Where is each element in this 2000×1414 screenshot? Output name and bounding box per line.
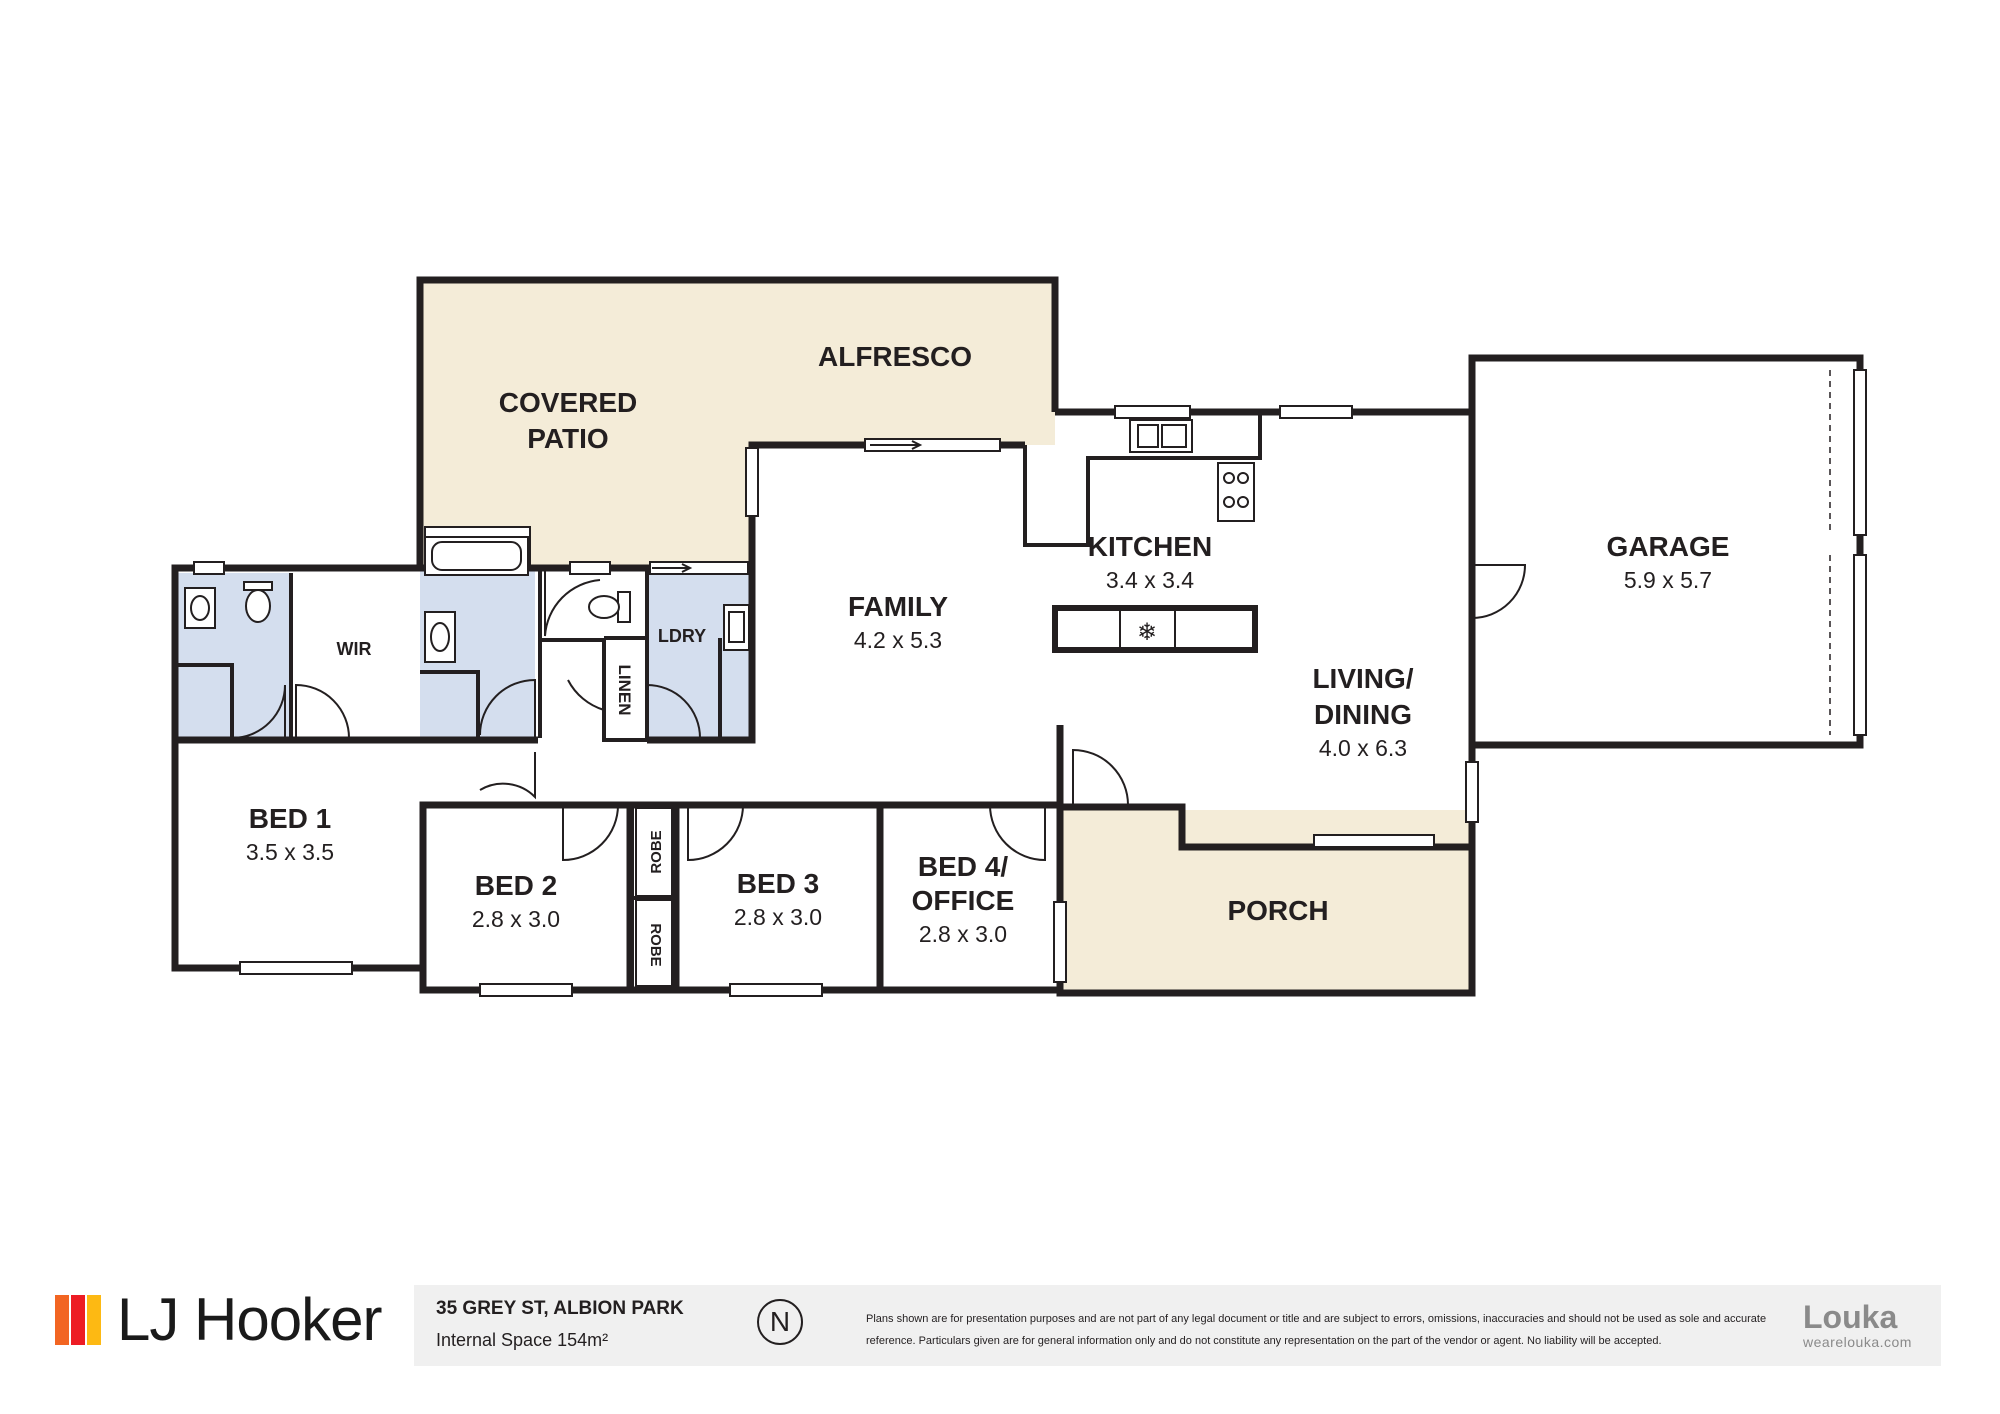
robe-label-1: ROBE [648,830,665,873]
ldry-label: LDRY [658,626,706,646]
disclaimer-line-2: reference. Particulars given are for gen… [866,1335,1662,1347]
garage-dimensions: 5.9 x 5.7 [1624,567,1712,593]
brand-bar-yellow [87,1295,101,1345]
windows [193,369,1867,997]
garage-label: GARAGE [1607,531,1730,562]
disclaimer-line-1: Plans shown are for presentation purpose… [866,1313,1767,1325]
laundry-area [647,570,752,738]
brand-bar-red [71,1295,85,1345]
louka-name: Louka [1803,1299,1898,1335]
kitchen-fixtures [1052,419,1258,653]
wir-label: WIR [337,639,372,659]
disclaimer: Plans shown are for presentation purpose… [866,1308,1786,1352]
bed3-label: BED 3 [737,868,819,899]
area-fills [178,280,1470,993]
sliding-doors [652,440,923,573]
wall-bed-tops [419,801,1060,968]
bed2-dimensions: 2.8 x 3.0 [472,906,560,932]
property-address: 35 GREY ST, ALBION PARK [436,1298,684,1319]
wall-porch [1056,807,1476,997]
wall-family-top [748,441,1025,570]
bath-fixtures [184,536,750,663]
bed2-label: BED 2 [475,870,557,901]
bed3-dimensions: 2.8 x 3.0 [734,904,822,930]
covered-patio-label-2: PATIO [527,423,608,454]
louka-url: wearelouka.com [1803,1334,1912,1350]
louka-logo: Louka wearelouka.com [1803,1301,1912,1351]
living-label-2: DINING [1314,699,1412,730]
linen-label: LINEN [615,665,634,716]
bed4-label-1: BED 4/ [918,851,1008,882]
living-dimensions: 4.0 x 6.3 [1319,735,1407,761]
brand-bar-orange [55,1295,69,1345]
north-compass-icon: N [757,1299,803,1345]
door-swings [231,564,1527,862]
bed1-dimensions: 3.5 x 3.5 [246,839,334,865]
family-label: FAMILY [848,591,948,622]
porch-label: PORCH [1227,895,1328,926]
wall-kitchen-top [1055,354,1864,749]
robe-label-2: ROBE [647,923,664,966]
alfresco-label: ALFRESCO [818,341,972,372]
robe-units [635,807,673,987]
kitchen-label: KITCHEN [1088,531,1212,562]
footer-bar [414,1285,1941,1366]
family-dimensions: 4.2 x 5.3 [854,627,942,653]
porch-top-area [1060,807,1178,845]
bed1-label: BED 1 [249,803,331,834]
internal-space: Internal Space 154m² [436,1330,609,1350]
living-label-1: LIVING/ [1312,663,1413,694]
bed4-label-2: OFFICE [912,885,1015,916]
compass-letter: N [769,1306,791,1337]
brand-name: LJ Hooker [117,1286,382,1353]
kitchen-dimensions: 3.4 x 3.4 [1106,567,1194,593]
alfresco-area [420,280,1055,570]
wall-alfresco [416,276,1059,570]
bed4-dimensions: 2.8 x 3.0 [919,921,1007,947]
fridge-icon: ❄ [1137,619,1157,646]
brand-logo: LJ Hooker [55,1286,382,1353]
covered-patio-label-1: COVERED [499,387,637,418]
